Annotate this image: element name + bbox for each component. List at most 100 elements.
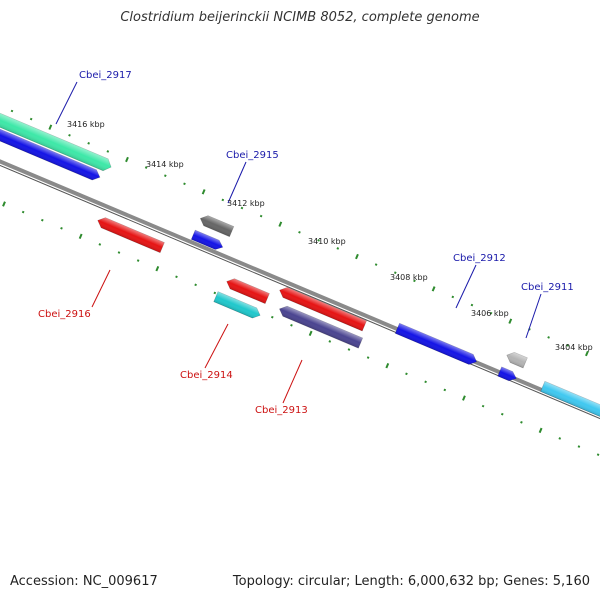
tick-mark	[270, 315, 274, 319]
gene-Cbei_2916[interactable]	[96, 215, 165, 254]
gene-Cbei_2912[interactable]	[394, 322, 479, 367]
tick-mark	[10, 109, 14, 113]
tick-mark	[374, 263, 378, 266]
gene-label-cbei_2914[interactable]: Cbei_2914	[180, 370, 233, 381]
tick-mark	[489, 311, 493, 315]
gene-label-cbei_2917[interactable]: Cbei_2917	[79, 70, 132, 81]
tick-mark	[2, 201, 6, 207]
tick-mark	[424, 380, 427, 384]
tick-mark	[78, 233, 83, 240]
genome-summary: Topology: circular; Length: 6,000,632 bp…	[232, 574, 590, 589]
tick-mark	[48, 124, 53, 130]
tick-mark	[259, 214, 263, 218]
tick-mark	[308, 330, 313, 337]
tick-mark	[366, 356, 370, 359]
tick-mark	[520, 420, 523, 424]
cyan-feature-a[interactable]	[540, 380, 600, 418]
tick-mark	[347, 348, 351, 351]
tick-mark	[443, 388, 447, 392]
tick-mark	[596, 453, 600, 456]
tick-mark	[470, 303, 474, 307]
blue-feature-b[interactable]	[190, 229, 224, 252]
tick-mark	[298, 230, 301, 234]
scale-label: 3414 kbp	[146, 160, 184, 169]
tick-mark	[183, 182, 186, 186]
tick-mark	[558, 437, 562, 440]
accession-text: Accession: NC_009617	[10, 574, 158, 589]
leader-line	[525, 293, 542, 339]
leader-line	[455, 264, 477, 309]
tick-mark	[240, 206, 244, 210]
tick-mark	[175, 275, 178, 279]
map-title: Clostridium beijerinckii NCIMB 8052, com…	[120, 10, 480, 25]
tick-mark	[290, 323, 293, 327]
tick-mark	[117, 251, 121, 254]
tick-mark	[144, 166, 148, 169]
tick-mark	[136, 259, 140, 262]
leader-line	[55, 81, 78, 125]
blue-feature-c[interactable]	[497, 366, 518, 383]
gene-label-cbei_2915[interactable]: Cbei_2915	[226, 150, 279, 161]
tick-mark	[278, 221, 283, 227]
tick-mark	[194, 283, 197, 287]
scale-label: 3408 kbp	[390, 273, 428, 282]
leader-line	[204, 323, 229, 369]
tick-mark	[547, 336, 550, 339]
leader-line	[282, 359, 303, 404]
tick-mark	[585, 350, 589, 357]
tick-mark	[29, 117, 33, 121]
scale-label: 3416 kbp	[67, 120, 105, 129]
leader-line	[227, 161, 247, 204]
tick-mark	[451, 295, 455, 299]
gene-label-cbei_2913[interactable]: Cbei_2913	[255, 405, 308, 416]
tick-mark	[385, 363, 390, 369]
tick-mark	[125, 156, 129, 163]
gene-label-cbei_2916[interactable]: Cbei_2916	[38, 309, 91, 320]
tick-mark	[98, 243, 102, 246]
gene-Cbei_2915[interactable]	[198, 213, 235, 238]
gene-labels: Cbei_2917Cbei_2915Cbei_2912Cbei_2911Cbei…	[38, 70, 574, 416]
tick-mark	[566, 344, 570, 347]
tick-mark	[87, 142, 90, 145]
tick-mark	[221, 198, 225, 202]
gene-Cbei_2913[interactable]	[277, 304, 364, 349]
tick-mark	[508, 318, 513, 324]
leader-line	[91, 269, 111, 308]
blue-feature-a[interactable]	[0, 121, 102, 183]
tick-mark	[317, 239, 320, 242]
tick-mark	[481, 404, 485, 408]
label-leaders	[55, 81, 542, 404]
tick-mark	[164, 174, 167, 177]
red-feature-b[interactable]	[277, 285, 367, 332]
gene-Cbei_2911[interactable]	[505, 350, 528, 369]
tick-mark	[328, 340, 332, 343]
gene-Cbei_2914[interactable]	[213, 291, 263, 321]
tick-mark	[336, 247, 340, 250]
gene-Cbei_2917[interactable]	[0, 102, 114, 173]
tick-mark	[106, 150, 110, 153]
tick-mark	[155, 265, 160, 272]
tick-mark	[538, 427, 543, 434]
tick-mark	[41, 218, 44, 222]
backbone-shadow	[0, 164, 600, 420]
tick-marks-inner	[2, 201, 600, 456]
tick-mark	[405, 372, 408, 376]
tick-mark	[213, 291, 217, 295]
tick-mark	[68, 133, 71, 137]
tick-mark	[355, 253, 359, 260]
tick-mark	[201, 189, 206, 195]
gene-label-cbei_2912[interactable]: Cbei_2912	[453, 253, 506, 264]
tick-mark	[60, 226, 63, 230]
gene-label-cbei_2911[interactable]: Cbei_2911	[521, 282, 574, 293]
feature-track	[0, 102, 600, 418]
tick-mark	[462, 395, 466, 401]
tick-mark	[413, 279, 416, 283]
tick-mark	[21, 210, 25, 214]
red-feature-a[interactable]	[225, 276, 270, 305]
scale-label: 3412 kbp	[227, 199, 265, 208]
tick-mark	[431, 286, 436, 292]
scale-label: 3404 kbp	[555, 343, 593, 352]
backbone-line	[0, 159, 600, 417]
scale-label: 3406 kbp	[471, 309, 509, 318]
